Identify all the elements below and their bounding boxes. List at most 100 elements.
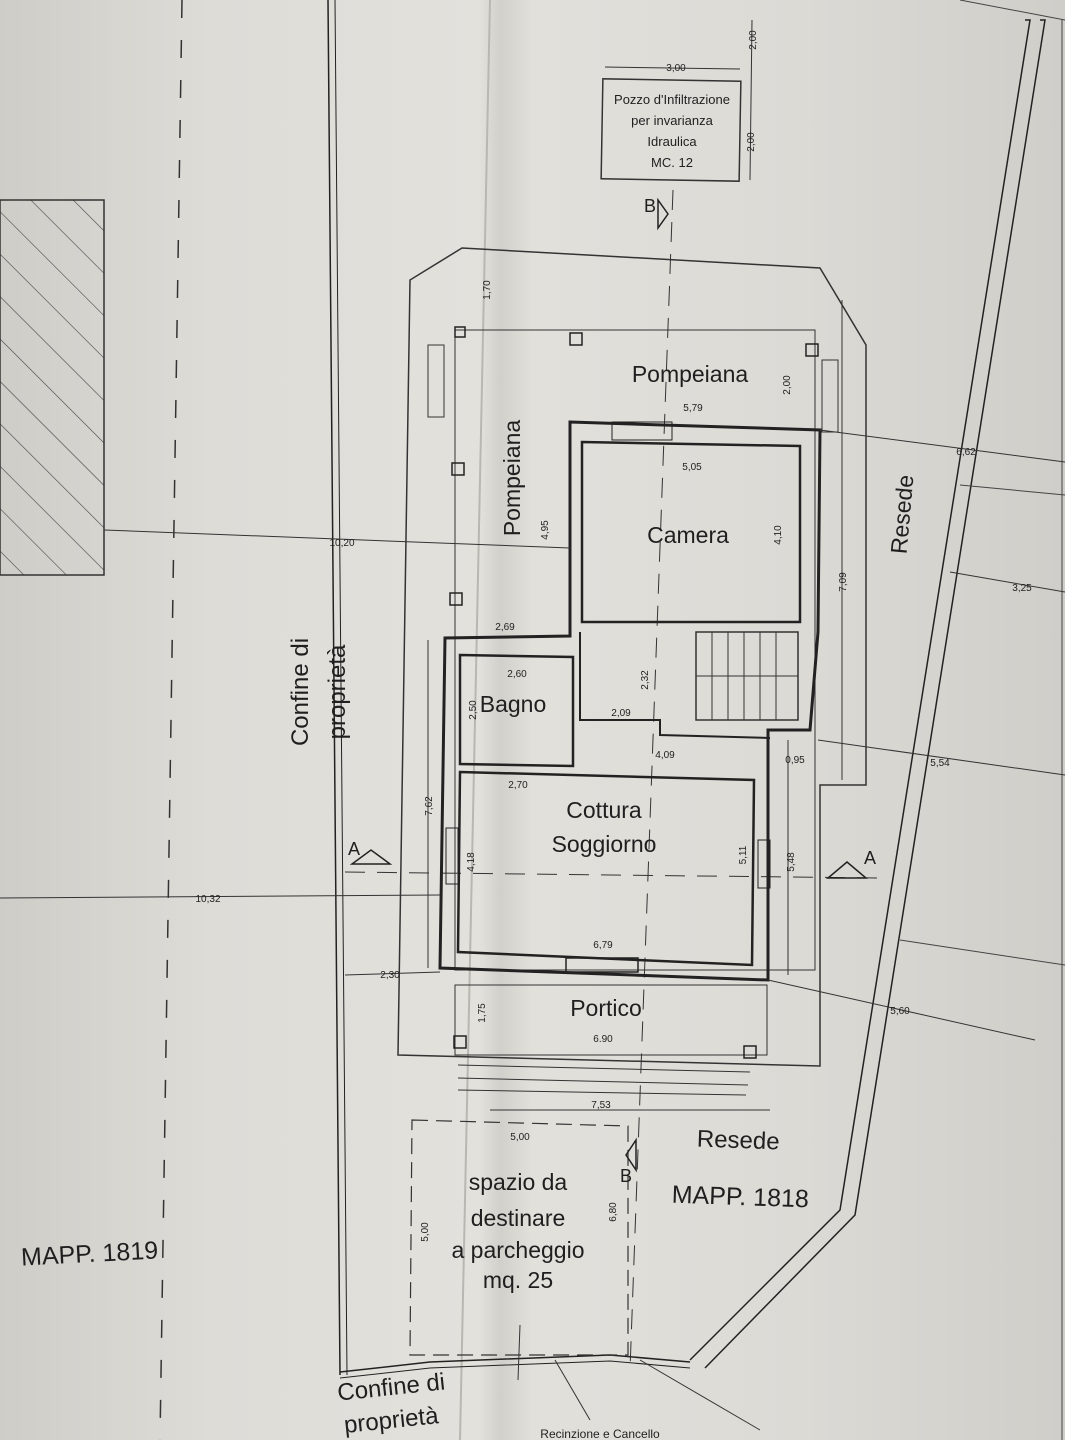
road-edge-outer	[689, 19, 1031, 1361]
dim-232: 2,32	[640, 670, 651, 690]
dim-709: 7,09	[838, 572, 849, 592]
window	[445, 827, 459, 885]
section-arrow-a-right	[825, 861, 869, 879]
section-letter-b-bottom: B	[620, 1166, 632, 1186]
section-letter-b-top: B	[644, 196, 656, 216]
gate-post-line	[517, 1324, 521, 1381]
parking-space	[409, 1119, 629, 1356]
dim-095: 0,95	[785, 755, 805, 766]
house-outer-wall	[438, 420, 822, 982]
area-label-resede-bottom: Resede	[696, 1126, 780, 1156]
dim-269: 2,69	[495, 622, 515, 633]
room-label-pompeiana-top: Pompeiana	[632, 361, 749, 387]
corridor-walls	[579, 632, 771, 739]
dim-325: 3,25	[1012, 583, 1032, 594]
dim-230: 2,30	[380, 970, 400, 981]
property-line-label-bottom-1: Confine di	[336, 1368, 446, 1406]
well-label-line4: MC. 12	[651, 155, 693, 170]
dim-554: 5,54	[930, 758, 950, 769]
section-arrow-b-bottom	[625, 1137, 637, 1173]
room-label-cottura: Cottura	[566, 797, 642, 823]
dim-200: 2,00	[782, 375, 793, 395]
portico-step	[457, 1089, 747, 1096]
top-edge-line	[959, 0, 1065, 21]
pergola-post	[449, 592, 463, 606]
dim-762: 7,62	[424, 796, 435, 816]
section-arrow-b-top	[657, 197, 669, 231]
pergola-post	[569, 332, 583, 346]
dim-410: 4,10	[773, 525, 784, 545]
portico-post	[743, 1045, 757, 1059]
dim-250: 2,50	[468, 700, 479, 720]
infiltration-well	[600, 78, 742, 182]
paper-fold	[459, 0, 491, 1440]
dim-line-325	[949, 571, 1065, 593]
portico-area	[454, 984, 768, 1056]
lot-line	[899, 939, 1065, 966]
parking-label-line4: mq. 25	[483, 1267, 553, 1293]
room-label-portico: Portico	[570, 995, 642, 1021]
section-arrow-a-left	[349, 849, 393, 865]
property-line-bottom	[339, 1354, 691, 1373]
property-line-bottom-inner	[339, 1360, 691, 1379]
dim-line-1020	[103, 529, 571, 549]
dim-505: 5,05	[682, 462, 702, 473]
dim-690: 6.90	[593, 1034, 613, 1045]
bagno-walls	[458, 653, 575, 768]
dim-line-1032	[0, 894, 441, 899]
gate-swing-line	[639, 1359, 761, 1431]
well-label-line1: Pozzo d'Infiltrazione	[614, 92, 730, 107]
dim-500-vertical: 5,00	[420, 1222, 431, 1242]
parcel-label-1819: MAPP. 1819	[20, 1236, 158, 1271]
dim-line-554	[817, 739, 1065, 776]
dim-209: 2,09	[611, 708, 631, 719]
fence-leader	[554, 1359, 591, 1421]
lot-line	[959, 484, 1065, 496]
property-line-label-left-2: proprietà	[324, 644, 351, 739]
dim-409: 4,09	[655, 750, 675, 761]
portico-step	[457, 1064, 751, 1073]
pergola-post	[454, 326, 466, 338]
well-label-line3: Idraulica	[647, 134, 697, 149]
parking-label-line3: a parcheggio	[452, 1237, 585, 1263]
window	[565, 957, 639, 973]
axis-dashed-left	[159, 0, 183, 1440]
window	[611, 421, 673, 441]
dim-418: 4,18	[466, 852, 477, 872]
property-line-label-left-1: Confine di	[287, 638, 314, 746]
dim-548: 5,48	[786, 852, 797, 872]
pergola-post	[451, 462, 465, 476]
dim-170: 1,70	[482, 280, 493, 300]
dim-well-width: 3,00	[666, 63, 686, 74]
room-label-camera: Camera	[647, 522, 729, 548]
dim-662: 6,62	[956, 447, 976, 458]
property-line-label-bottom-2: proprietà	[343, 1402, 441, 1439]
dim-260: 2,60	[507, 669, 527, 680]
site-outline	[397, 247, 867, 1067]
parking-label-line1: spazio da	[469, 1169, 568, 1195]
property-line-left-inner	[334, 0, 348, 1376]
dim-line-230	[344, 971, 441, 976]
dim-680: 6,80	[608, 1202, 619, 1222]
fence-note: Recinzione e Cancello	[540, 1427, 660, 1440]
dim-well-top: 2,00	[748, 30, 759, 50]
section-line-a	[344, 871, 881, 879]
dim-well-side: 2,00	[746, 132, 757, 152]
room-label-pompeiana-side: Pompeiana	[499, 420, 525, 537]
section-letter-a-left: A	[348, 839, 360, 859]
steps-right	[821, 359, 839, 433]
dim-line-560	[767, 979, 1036, 1041]
soggiorno-walls	[456, 770, 756, 967]
area-label-resede-right: Resede	[886, 474, 919, 555]
dim-line-well-side	[749, 19, 753, 181]
dim-495: 4,95	[540, 520, 551, 540]
dim-270: 2,70	[508, 780, 528, 791]
property-line-left	[327, 0, 341, 1376]
dim-500-horizontal: 5,00	[510, 1132, 530, 1143]
room-label-soggiorno: Soggiorno	[552, 831, 657, 857]
portico-step	[457, 1077, 749, 1086]
dim-560: 5,60	[890, 1006, 910, 1017]
portico-post	[453, 1035, 467, 1049]
